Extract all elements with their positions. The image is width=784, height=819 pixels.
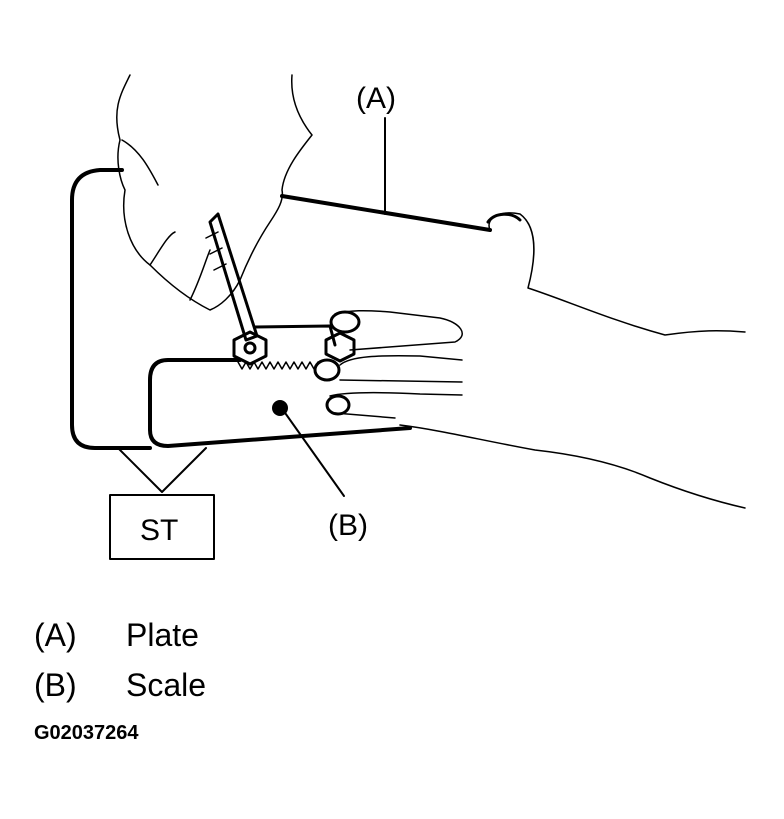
legend-row-a: (A) Plate xyxy=(34,610,206,660)
leader-line-b xyxy=(282,409,345,497)
nut-right xyxy=(324,331,356,363)
nut-left xyxy=(232,330,268,366)
wrench-handle xyxy=(208,212,259,342)
finger-tip-2 xyxy=(313,358,341,382)
legend: (A) Plate (B) Scale xyxy=(34,610,206,710)
st-label: ST xyxy=(140,514,178,547)
legend-label: Scale xyxy=(126,666,207,703)
legend-key: (B) xyxy=(34,666,77,703)
upper-hand xyxy=(116,74,313,311)
finger-tip-3 xyxy=(325,394,351,416)
callout-b-label: (B) xyxy=(328,509,368,542)
lower-hand xyxy=(329,212,746,509)
scale-outline xyxy=(148,358,412,448)
finger-tip-1 xyxy=(329,310,361,334)
plate-outline xyxy=(70,168,152,450)
legend-label: Plate xyxy=(126,616,199,653)
leader-line-st xyxy=(117,447,207,493)
scale-teeth xyxy=(237,361,319,370)
figure-code: G02037264 xyxy=(34,722,139,744)
legend-key: (A) xyxy=(34,616,77,653)
scale-upper-block xyxy=(253,324,337,347)
callout-a-label: (A) xyxy=(356,82,396,115)
legend-row-b: (B) Scale xyxy=(34,660,206,710)
st-box xyxy=(109,494,215,560)
thumb-nail xyxy=(486,212,522,224)
